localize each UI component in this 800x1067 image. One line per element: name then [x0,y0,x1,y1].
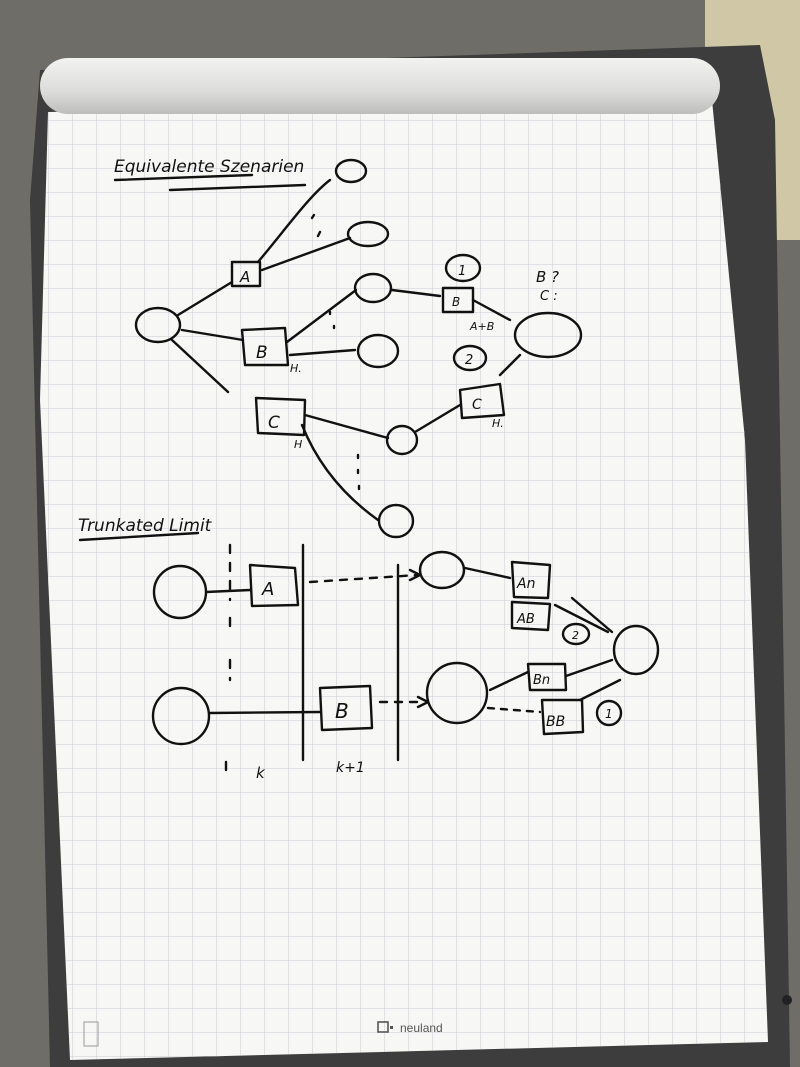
lower-node-a-box [248,563,300,608]
paper-sheet [40,100,768,1060]
lower-node-b-box [318,684,374,732]
node-b-box [240,326,290,367]
lower-label-b: B [335,699,349,723]
lower-circled-one [595,699,623,727]
n-logo-icon [377,1021,393,1033]
lower-label-an: An [516,576,535,592]
lower-node-top [418,550,466,590]
lower-diagram [78,531,660,772]
label-q-b: B ? [536,268,559,286]
lower-label-num-one: 1 [605,707,613,721]
lower-label-a: A [261,579,274,600]
label-c-right: C [472,397,482,413]
shared-node [385,424,419,456]
label-num-one: 1 [458,264,466,279]
node-c-box [254,396,307,437]
label-a: A [239,268,250,286]
target-node-right [513,311,583,359]
lower-node-mid [425,661,489,725]
node-a-box [230,260,262,288]
upper-diagram [113,158,583,539]
label-k1: k+1 [336,760,365,776]
lower-circled-two [561,622,591,646]
label-num-two: 2 [465,353,473,368]
label-b-small: B [452,295,460,309]
lower-node-an-box [510,560,552,600]
label-c-mark: H [294,438,302,451]
root-node [134,306,182,344]
lower-label-bn: Bn [533,673,550,688]
lower-label-num-two: 2 [572,629,579,642]
brand-footer: neuland [83,1021,443,1047]
circled-two [452,344,488,372]
upper-title-underline-2 [168,183,307,192]
paper-certification-mark [83,1021,99,1047]
lower-node-bb-box [540,698,585,736]
lower-title-underline [78,531,200,542]
lower-node-b-root [151,686,211,746]
label-b: B [256,343,268,363]
node-c-right-box [458,382,506,420]
upper-title-underline [113,173,254,182]
node-a-child-1 [334,158,368,184]
board-hole [782,995,792,1005]
lower-title: Trunkated Limit [78,516,213,536]
label-c-right-mark: H. [492,417,504,430]
node-a-child-2 [346,220,390,248]
lower-label-ab: AB [516,612,535,627]
node-b-child-2 [356,333,400,369]
label-c: C [268,413,280,433]
circled-one [444,253,482,283]
lower-node-ab-box [510,600,552,632]
label-k: k [256,764,266,782]
label-q-c: C : [540,289,558,304]
node-b-child-1 [353,272,393,304]
label-ab: A+B [469,320,494,333]
lower-target-node [612,624,660,676]
lower-label-bb: BB [546,714,565,730]
label-b-mark: H. [290,362,302,375]
paper-roll [40,58,720,114]
brand-name: neuland [400,1021,443,1035]
handwriting: Equivalente Szenarien A B H. C H 1 B A+B… [78,157,613,782]
lower-node-bn-box [526,662,568,692]
upper-title: Equivalente Szenarien [114,157,304,177]
node-c-child [377,503,415,539]
